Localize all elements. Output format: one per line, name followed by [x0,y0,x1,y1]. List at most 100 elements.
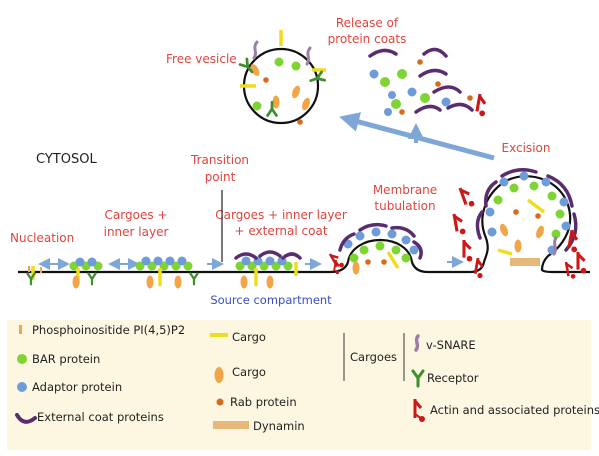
rab-protein [381,259,387,265]
bar-protein [375,241,385,251]
bar-protein [283,261,293,271]
bar-protein [391,99,401,109]
receptor [238,57,254,74]
rab-protein [297,119,303,125]
actin [328,253,344,268]
rab-protein [399,109,405,115]
external-coat [483,180,498,208]
cargo-oval [514,239,522,253]
actin [567,229,579,253]
transition-label-line1: Transition [190,153,249,167]
adaptor-protein [153,256,163,266]
vsnare [252,40,259,60]
external-coat [368,48,398,58]
actin [462,240,473,262]
cargo-oval [536,225,544,239]
rab-protein [263,77,269,83]
bar-protein [147,261,157,271]
transition-label-line2: point [205,170,236,184]
external-coat [414,104,442,114]
adaptor-protein [499,177,509,187]
dynamin-icon [213,421,249,429]
legend-actin-label: Actin and associated proteins [430,403,599,417]
rab-protein-icon [216,398,224,406]
phosphoinositide [40,267,42,273]
phosphoinositide [28,266,30,272]
release-coats-label-line1: Release of [336,16,399,30]
receptor-icon [411,369,425,388]
adaptor-protein [371,227,381,237]
receptor [87,272,97,286]
cargo-oval [146,275,154,289]
actin-icon [413,399,425,422]
external-coat [358,222,388,232]
nucleation-label: Nucleation [10,231,74,245]
adaptor-protein [355,231,365,241]
adaptor-protein [165,256,175,266]
cargo-oval [266,275,274,289]
adaptor-protein [487,227,497,237]
membrane-tubulation-label-line2: tubulation [374,199,435,213]
adaptor-protein [75,257,85,267]
adaptor-protein [384,108,392,116]
cargo-oval [272,95,280,109]
external-coat [418,68,448,78]
adaptor-protein [241,256,251,266]
cargo-oval [240,275,248,289]
rab-protein [513,209,519,215]
adaptor-protein [177,256,187,266]
bar-protein [493,195,503,205]
external-coat [446,102,474,112]
bar-protein [547,191,557,201]
vsnare-icon [414,334,420,352]
adaptor-protein [407,87,417,97]
actin [452,213,466,235]
cargo-bar [497,248,513,256]
external-coat [281,252,302,260]
adaptor-protein [409,245,419,255]
adaptor-protein [441,97,451,107]
external-coat [390,225,416,238]
free-vesicle-label: Free vesicle [166,52,237,66]
actin [576,252,587,274]
cargo-oval [500,223,508,237]
source-compartment-label: Source compartment [210,293,332,307]
external-coat [564,212,578,252]
cargo-oval [352,261,360,275]
rab-protein [365,259,371,265]
bar-protein [252,101,262,111]
cargo-oval [72,275,80,289]
bar-protein [555,209,565,219]
adaptor-protein [369,69,379,79]
bar-protein [397,69,407,79]
rab-protein [535,213,541,219]
bar-protein [401,253,411,263]
adaptor-protein [559,197,569,207]
bar-protein [271,261,281,271]
cargo-bar [386,251,400,269]
actin [564,261,576,279]
bar-protein [509,183,519,193]
legend-rab-label: Rab protein [230,395,297,409]
cargo-bar-icon [210,333,228,337]
adaptor-protein [541,177,551,187]
bar-protein [529,181,539,191]
adaptor-protein-icon [17,382,27,392]
adaptor-protein [485,207,495,217]
external-coat [475,210,484,240]
source-membrane [18,175,590,274]
cytosol-label: CYTOSOL [36,152,97,167]
bar-protein [391,245,401,255]
adaptor-protein [141,256,151,266]
actin [473,257,484,279]
receptor [189,272,199,286]
adaptor-protein [265,256,275,266]
vsnare [305,46,312,66]
cargoes-inner-label-line2: inner layer [104,225,169,239]
dynamin-collar [510,258,540,266]
bar-protein [183,261,193,271]
cargoes-external-label-line1: Cargoes + inner layer [215,208,347,222]
bar-protein [291,61,301,71]
legend-box [7,320,591,450]
